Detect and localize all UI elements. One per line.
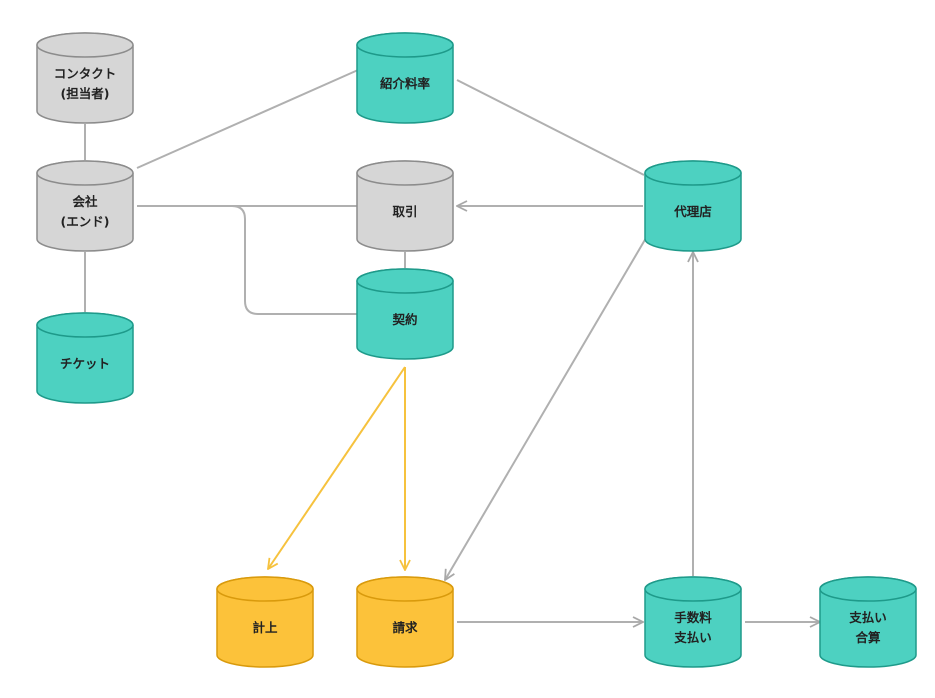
- node-ticket[interactable]: チケット: [36, 312, 134, 404]
- node-label: 取引: [392, 204, 417, 219]
- node-contract[interactable]: 契約: [356, 268, 454, 360]
- edge-company-to-referral-rate: [136, 69, 359, 169]
- node-label: 計上: [252, 620, 278, 635]
- node-label: 代理店: [673, 204, 712, 219]
- node-label: 合算: [855, 630, 881, 645]
- cylinder-top: [644, 576, 742, 602]
- edge-referral-rate-to-agency: [456, 79, 645, 176]
- cylinder-top: [356, 576, 454, 602]
- cylinder-top: [36, 160, 134, 186]
- cylinder-top: [216, 576, 314, 602]
- node-label: 支払い: [848, 610, 887, 625]
- node-label: 会社: [72, 194, 98, 209]
- edge-contract-to-accounting: [268, 366, 406, 569]
- node-accounting[interactable]: 計上: [216, 576, 314, 668]
- node-company[interactable]: 会社 (エンド): [36, 160, 134, 252]
- cylinder-top: [819, 576, 917, 602]
- node-referral-rate[interactable]: 紹介料率: [356, 32, 454, 124]
- node-label: (エンド): [61, 214, 110, 229]
- cylinder-top: [356, 268, 454, 294]
- cylinder-top: [36, 32, 134, 58]
- node-label: 契約: [391, 312, 417, 327]
- cylinder-top: [356, 32, 454, 58]
- node-label: (担当者): [61, 86, 110, 101]
- cylinder-top: [356, 160, 454, 186]
- edges-layer: [84, 69, 820, 622]
- node-label: コンタクト: [54, 66, 117, 81]
- node-contact[interactable]: コンタクト (担当者): [36, 32, 134, 124]
- edge-agency-to-billing: [445, 237, 647, 580]
- edge-company-to-contract: [137, 205, 357, 315]
- cylinder-top: [644, 160, 742, 186]
- node-label: 請求: [392, 620, 418, 635]
- node-label: 紹介料率: [380, 76, 431, 91]
- node-deal[interactable]: 取引: [356, 160, 454, 252]
- node-label: 支払い: [673, 630, 712, 645]
- nodes-layer: コンタクト(担当者)会社(エンド)チケット紹介料率取引契約代理店計上請求手数料支…: [36, 32, 917, 668]
- cylinder-top: [36, 312, 134, 338]
- node-label: チケット: [60, 356, 110, 371]
- node-label: 手数料: [674, 610, 712, 625]
- node-agency[interactable]: 代理店: [644, 160, 742, 252]
- node-billing[interactable]: 請求: [356, 576, 454, 668]
